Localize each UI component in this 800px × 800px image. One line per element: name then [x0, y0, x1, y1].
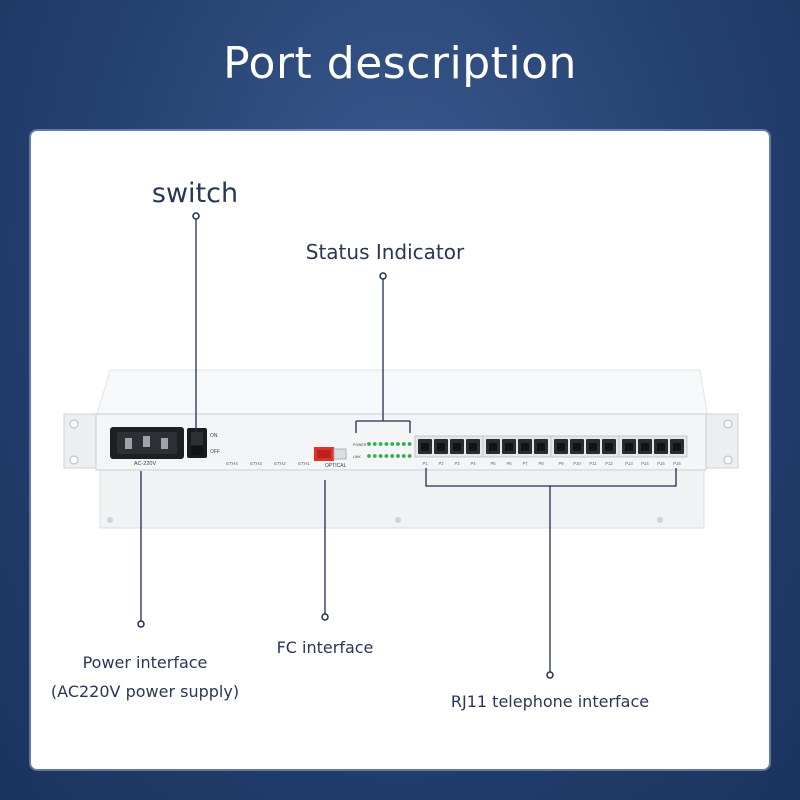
- rj11-port-label: P16: [673, 461, 681, 466]
- rj11-port-socket: [657, 443, 665, 451]
- screw: [69, 455, 79, 465]
- screw: [69, 419, 79, 429]
- rj11-port-label: P8: [538, 461, 544, 466]
- power-led-label: POWER: [353, 443, 367, 447]
- page-title: Port description: [223, 38, 577, 89]
- rj11-port-socket: [421, 443, 429, 451]
- status-indicator-label: Status Indicator: [305, 240, 465, 264]
- rj11-port-socket: [521, 443, 529, 451]
- rack-ear-left: [63, 413, 99, 469]
- status-led: [384, 442, 389, 446]
- status-led: [401, 442, 406, 446]
- rj11-port-label: P9: [558, 461, 564, 466]
- power-interface-line2: (AC220V power supply): [50, 682, 240, 701]
- rack-ear-right: [703, 413, 739, 469]
- status-led: [378, 454, 383, 458]
- screw: [395, 517, 401, 523]
- eth-port-label: ETH1: [298, 461, 310, 466]
- switch-on-label: ON: [210, 433, 218, 439]
- rj11-port-label: P13: [625, 461, 633, 466]
- rj11-port-label: P14: [641, 461, 649, 466]
- rj11-port-label: P12: [605, 461, 613, 466]
- rj11-interface-label: RJ11 telephone interface: [450, 692, 650, 711]
- rj11-port-label: P11: [589, 461, 597, 466]
- status-led: [401, 454, 406, 458]
- eth-port-label: ETH3: [250, 461, 262, 466]
- rj11-port-label: P4: [470, 461, 476, 466]
- status-led: [390, 454, 395, 458]
- rj11-port-socket: [641, 443, 649, 451]
- rj11-port-label: P3: [454, 461, 460, 466]
- switch-off-label: OFF: [210, 449, 220, 455]
- rj11-port-socket: [437, 443, 445, 451]
- status-led: [384, 454, 389, 458]
- power-leader-dot: [137, 620, 145, 628]
- switch-label: switch: [151, 178, 239, 209]
- eth-port-labels: ETH4 ETH3 ETH2 ETH1: [226, 461, 310, 466]
- status-led: [407, 442, 412, 446]
- fc-leader-dot: [321, 613, 329, 621]
- rj11-ports: P1 P2 P3 P4 P5 P6 P7 P8 P9 P10 P11 P12 P13 P14 P15 P16: [414, 435, 688, 466]
- rj11-port-label: P15: [657, 461, 665, 466]
- rj11-port-socket: [469, 443, 477, 451]
- ac-label: AC-220V: [134, 461, 157, 467]
- status-led: [367, 442, 371, 446]
- rj11-port-socket: [605, 443, 613, 451]
- eth-port-label: ETH2: [274, 461, 286, 466]
- rj11-port-socket: [625, 443, 633, 451]
- switch-leader-dot: [192, 212, 200, 220]
- status-led: [372, 442, 377, 446]
- rj11-port-label: P1: [422, 461, 428, 466]
- screw: [723, 419, 733, 429]
- rj11-port-socket: [557, 443, 565, 451]
- status-led: [367, 454, 371, 458]
- status-leader-dot: [379, 272, 387, 280]
- status-led: [407, 454, 412, 458]
- power-interface-label: Power interface (AC220V power supply): [40, 648, 250, 706]
- rj11-port-label: P5: [490, 461, 496, 466]
- rj11-port-socket: [505, 443, 513, 451]
- chassis-top: [95, 369, 709, 419]
- status-led: [378, 442, 383, 446]
- power-interface-line1: Power interface: [82, 653, 208, 672]
- rj11-port-socket: [673, 443, 681, 451]
- rj11-port-label: P7: [522, 461, 528, 466]
- screw: [723, 455, 733, 465]
- screw: [107, 517, 113, 523]
- chassis-lower-plate: [99, 469, 705, 529]
- status-led: [396, 442, 400, 446]
- rj11-port-socket: [453, 443, 461, 451]
- rj11-leader-line: [425, 468, 677, 672]
- status-led: [372, 454, 377, 458]
- status-led: [390, 442, 395, 446]
- status-led: [396, 454, 400, 458]
- screw: [657, 517, 663, 523]
- rj11-port-socket: [537, 443, 545, 451]
- rj11-port-socket: [573, 443, 581, 451]
- rj11-leader-dot: [546, 671, 554, 679]
- eth-port-label: ETH4: [226, 461, 238, 466]
- status-leader-line: [355, 277, 411, 433]
- rj11-port-label: P2: [438, 461, 444, 466]
- rj11-port-socket: [589, 443, 597, 451]
- rj11-port-label: P6: [506, 461, 512, 466]
- link-led-label: LINK: [353, 455, 361, 459]
- optical-label: OPTICAL: [325, 463, 347, 469]
- rj11-port-socket: [489, 443, 497, 451]
- status-leds: [367, 442, 412, 458]
- fc-interface-label: FC interface: [276, 638, 374, 657]
- rj11-port-label: P10: [573, 461, 581, 466]
